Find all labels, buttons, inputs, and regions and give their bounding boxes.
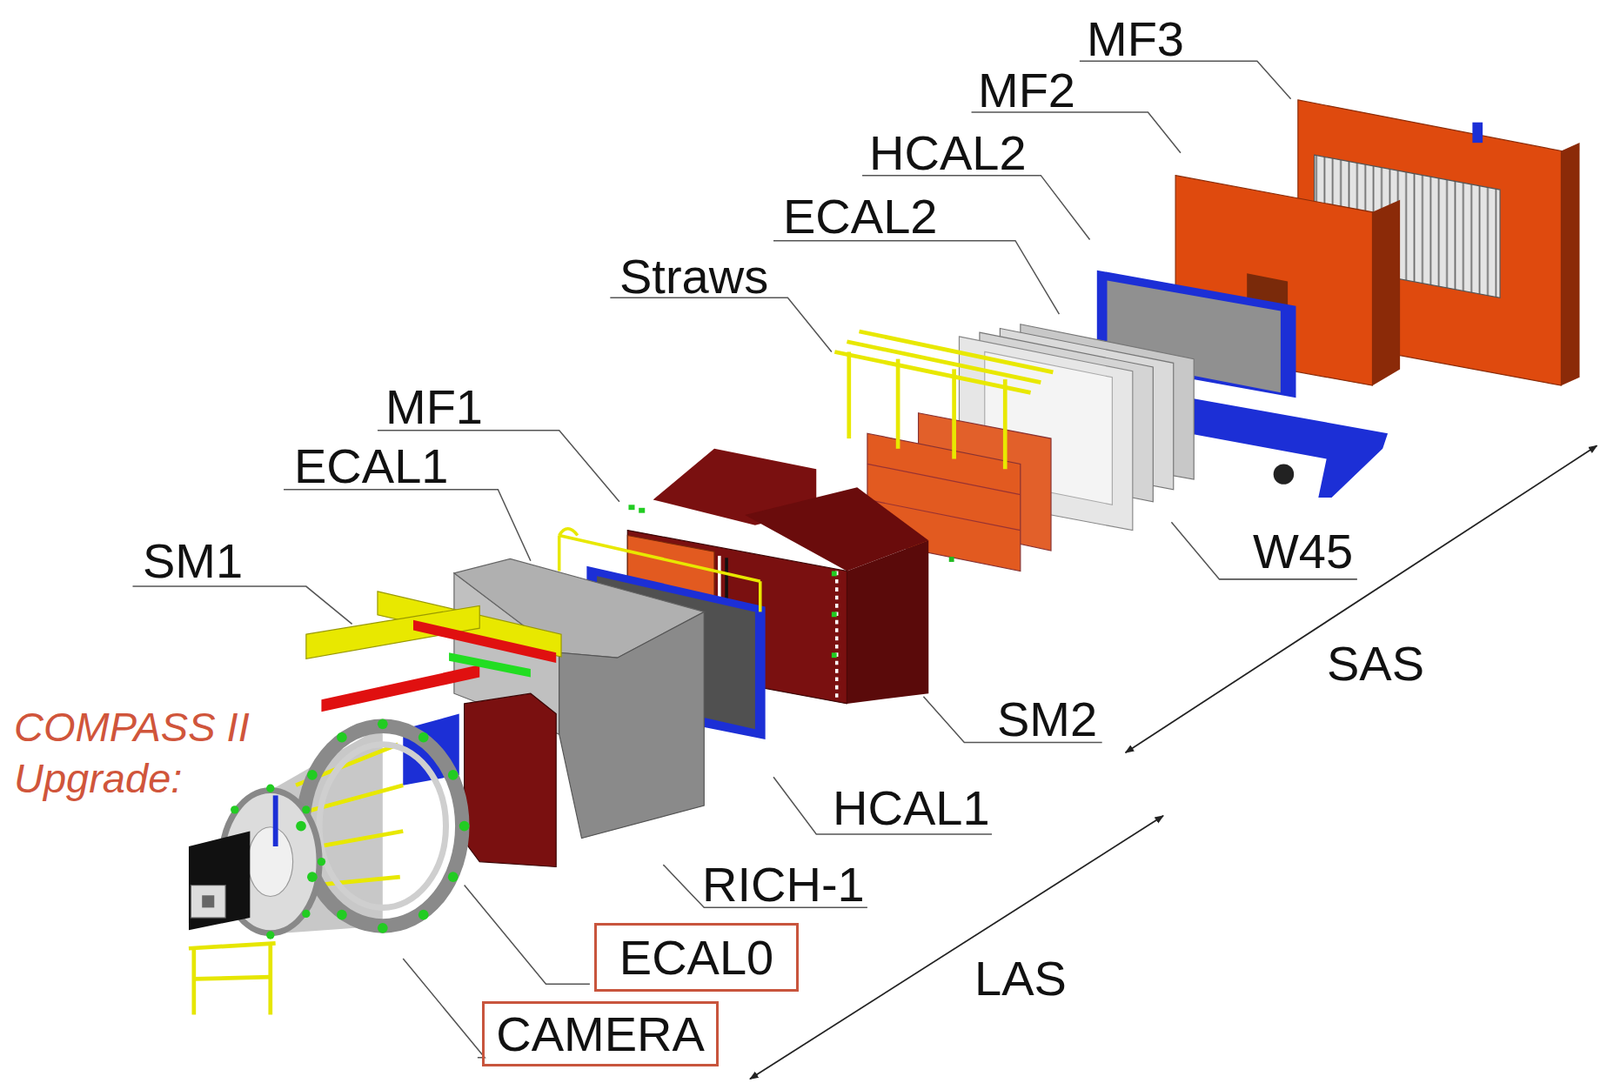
part-label: ECAL2 (783, 192, 938, 242)
highlight-box: CAMERA (482, 1001, 719, 1067)
part-label: MF1 (385, 382, 483, 432)
box-label: CAMERA (495, 1010, 705, 1059)
part-label: HCAL1 (832, 783, 991, 833)
leader-lines (132, 60, 1357, 1058)
part-label: ECAL1 (294, 441, 449, 491)
part-label: Straws (619, 252, 769, 302)
part-label: SM2 (997, 695, 1098, 744)
part-label: LAS (974, 954, 1067, 1004)
part-label: SAS (1326, 639, 1425, 689)
part-label: HCAL2 (869, 128, 1027, 178)
part-label: SM1 (142, 536, 243, 586)
part-label: W45 (1252, 527, 1353, 576)
highlight-box: ECAL0 (594, 923, 799, 992)
part-label: RICH-1 (702, 860, 865, 910)
part-label: MF2 (977, 66, 1076, 115)
box-label: ECAL0 (619, 933, 774, 983)
upgrade-note: COMPASS II Upgrade: (13, 701, 284, 804)
camera-target-region (188, 718, 470, 1015)
part-label: MF3 (1086, 14, 1185, 64)
region-arrows (749, 445, 1597, 1079)
